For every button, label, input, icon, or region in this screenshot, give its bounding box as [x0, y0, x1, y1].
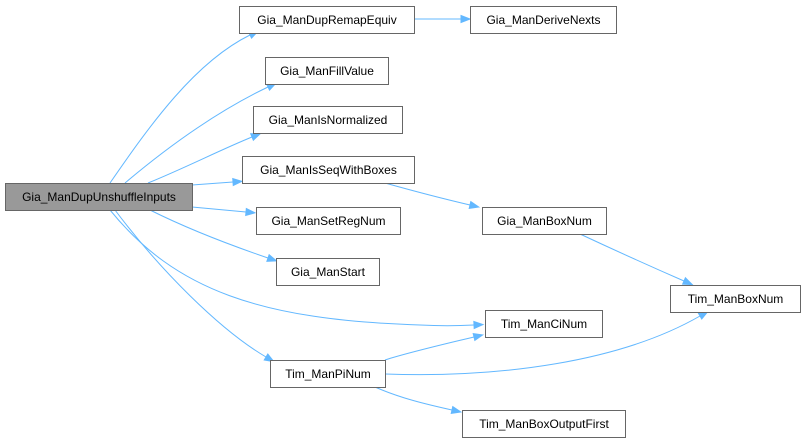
nodes-layer: Gia_ManDupUnshuffleInputs Gia_ManDupRemap… — [5, 6, 801, 438]
edge-line — [384, 315, 701, 376]
edge-root-to-isseq — [191, 177, 244, 187]
node-box[interactable] — [670, 285, 801, 313]
node-box[interactable] — [276, 258, 380, 286]
node-isseq[interactable]: Gia_ManIsSeqWithBoxes — [242, 156, 415, 184]
arrowhead-icon — [460, 14, 472, 24]
edge-line — [124, 86, 269, 184]
node-box[interactable] — [253, 106, 403, 134]
node-start[interactable]: Gia_ManStart — [276, 258, 380, 286]
edge-root-to-start — [149, 209, 278, 262]
arrowhead-icon — [232, 177, 244, 187]
node-giabox[interactable]: Gia_ManBoxNum — [482, 207, 607, 235]
node-label: Gia_ManDeriveNexts — [486, 13, 600, 27]
node-box[interactable] — [239, 6, 415, 34]
node-label: Gia_ManIsNormalized — [269, 113, 388, 127]
node-box[interactable] — [485, 310, 603, 338]
edge-line — [191, 181, 234, 186]
node-label: Gia_ManBoxNum — [497, 214, 592, 228]
node-label: Gia_ManDupRemapEquiv — [257, 13, 396, 27]
edges-layer — [109, 14, 710, 415]
edge-line — [191, 206, 247, 213]
arrowhead-icon — [473, 320, 485, 330]
node-box[interactable] — [242, 156, 415, 184]
node-box[interactable] — [470, 6, 617, 34]
root-node-box[interactable] — [5, 183, 193, 211]
node-fill[interactable]: Gia_ManFillValue — [265, 57, 389, 85]
arrowhead-icon — [245, 207, 257, 217]
edge-line — [109, 209, 475, 327]
node-box[interactable] — [265, 57, 389, 85]
edge-timpi-to-timout — [374, 386, 463, 415]
node-timbox[interactable]: Tim_ManBoxNum — [670, 285, 801, 313]
node-label: Tim_ManPiNum — [285, 367, 371, 381]
edge-line — [384, 182, 471, 206]
node-box[interactable] — [482, 207, 607, 235]
edge-remap-to-derive — [414, 14, 472, 24]
arrowhead-icon — [263, 353, 275, 363]
node-timout[interactable]: Tim_ManBoxOutputFirst — [462, 410, 626, 438]
node-label: Tim_ManBoxOutputFirst — [479, 417, 609, 431]
node-label: Gia_ManDupUnshuffleInputs — [22, 190, 176, 204]
node-label: Tim_ManCiNum — [501, 317, 587, 331]
edge-line — [384, 336, 475, 361]
arrowhead-icon — [468, 200, 481, 210]
edge-line — [147, 136, 253, 184]
node-isnorm[interactable]: Gia_ManIsNormalized — [253, 106, 403, 134]
edge-root-to-setreg — [191, 206, 257, 217]
edge-timpi-to-timci — [384, 333, 485, 361]
node-box[interactable] — [462, 410, 626, 438]
node-timpi[interactable]: Tim_ManPiNum — [270, 360, 386, 388]
arrowhead-icon — [249, 133, 262, 142]
node-derive[interactable]: Gia_ManDeriveNexts — [470, 6, 617, 34]
edge-giabox-to-timbox — [579, 233, 694, 286]
node-timci[interactable]: Tim_ManCiNum — [485, 310, 603, 338]
edge-line — [114, 209, 267, 358]
node-box[interactable] — [256, 207, 401, 235]
edge-line — [579, 233, 685, 282]
node-label: Gia_ManFillValue — [280, 64, 374, 78]
edge-line — [149, 209, 269, 259]
node-label: Gia_ManStart — [291, 265, 366, 279]
node-remap[interactable]: Gia_ManDupRemapEquiv — [239, 6, 415, 34]
arrowhead-icon — [266, 253, 278, 262]
edge-root-to-remap — [109, 30, 260, 184]
node-label: Gia_ManSetRegNum — [271, 214, 385, 228]
edge-isseq-to-giabox — [384, 182, 481, 210]
arrowhead-icon — [450, 405, 463, 415]
node-label: Tim_ManBoxNum — [688, 292, 784, 306]
node-setreg[interactable]: Gia_ManSetRegNum — [256, 207, 401, 235]
edge-line — [374, 386, 453, 411]
node-label: Gia_ManIsSeqWithBoxes — [260, 163, 397, 177]
edge-root-to-timpi — [114, 209, 275, 363]
node-box[interactable] — [270, 360, 386, 388]
edge-root-to-timci — [109, 209, 485, 330]
arrowhead-icon — [681, 276, 694, 286]
edge-line — [109, 34, 251, 184]
node-root[interactable]: Gia_ManDupUnshuffleInputs — [5, 183, 193, 211]
arrowhead-icon — [472, 333, 485, 342]
